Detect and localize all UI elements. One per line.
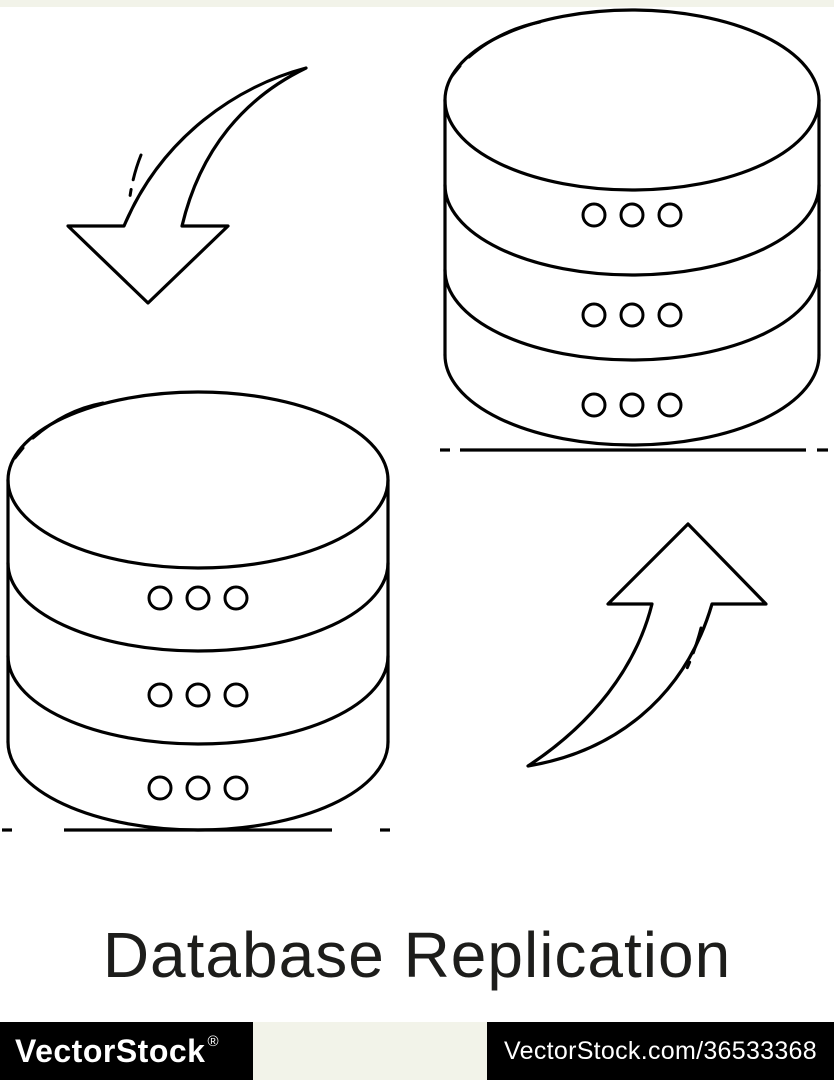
dots-row-1	[581, 202, 683, 228]
shine-dash	[450, 64, 462, 78]
registered-mark: ®	[207, 1032, 220, 1050]
vectorstock-credit-text: VectorStock.com/36533368	[504, 1036, 817, 1065]
database-cylinder-icon-top-right	[440, 8, 828, 452]
vectorstock-brand-text: VectorStock	[15, 1032, 206, 1069]
dots-row-1	[147, 585, 249, 611]
dots-row-3	[581, 392, 683, 418]
watermark-footer: VectorStock® VectorStock.com/36533368	[0, 1022, 834, 1080]
arrow-dash-detail	[682, 626, 703, 677]
dots-row-2	[581, 302, 683, 328]
database-cylinder-icon-bottom-left	[2, 390, 390, 832]
page-top-strip	[0, 0, 834, 7]
vectorstock-credit-bar: VectorStock.com/36533368	[487, 1022, 834, 1080]
shine-detail	[467, 20, 542, 59]
shine-detail	[31, 401, 105, 440]
curved-arrow-down-icon	[66, 66, 308, 305]
vectorstock-logo-bar: VectorStock®	[0, 1022, 253, 1080]
dots-row-3	[147, 775, 249, 801]
arrow-dash-detail	[127, 153, 143, 206]
dots-row-2	[147, 682, 249, 708]
shine-dash	[13, 446, 25, 460]
curved-arrow-up-icon	[526, 522, 768, 768]
page-title: Database Replication	[102, 919, 732, 991]
